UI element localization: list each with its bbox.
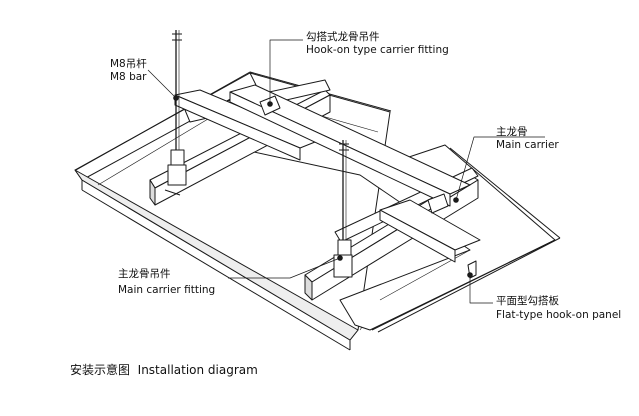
leader-lines [147, 39, 545, 304]
m8-bar-left [167, 30, 187, 186]
m8-bar-right [333, 140, 353, 278]
label-hook-fitting-en: Hook-on type carrier fitting [306, 44, 449, 56]
caption-cn: 安装示意图 [70, 363, 131, 377]
label-carrier-fitting-cn: 主龙骨吊件 [118, 268, 171, 280]
caption: 安装示意图 Installation diagram [70, 361, 258, 378]
label-m8-bar-cn: M8吊杆 [110, 58, 147, 70]
hook-on-carrier-2 [229, 84, 471, 207]
leader-dots [173, 95, 473, 278]
label-main-carrier-cn: 主龙骨 [496, 126, 528, 138]
fitting-top-right [427, 193, 449, 214]
label-carrier-fitting-en: Main carrier fitting [118, 284, 216, 296]
label-m8-bar-en: M8 bar [110, 71, 147, 83]
label-hook-fitting-cn: 勾搭式龙骨吊件 [306, 31, 380, 43]
hook-on-carrier-3 [379, 199, 481, 263]
label-main-carrier-en: Main carrier [496, 139, 559, 151]
label-panel-cn: 平面型勾搭板 [496, 295, 559, 307]
label-panel-en: Flat-type hook-on panel [496, 309, 622, 321]
caption-en: Installation diagram [137, 363, 258, 377]
